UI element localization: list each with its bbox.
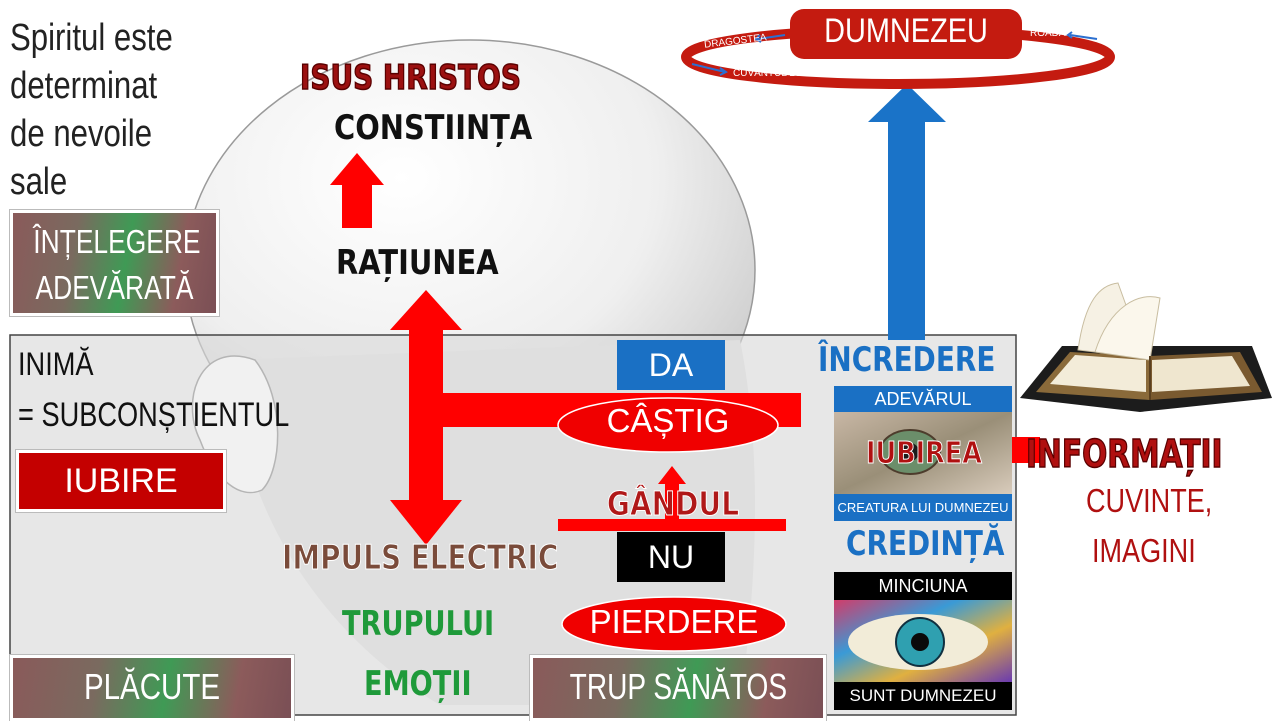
body-of-label: TRUPULUI <box>342 604 495 644</box>
truth-band: ADEVĂRUL <box>834 386 1012 412</box>
heart-title: INIMĂ <box>18 346 94 382</box>
understanding-box: ÎNȚELEGERE ADEVĂRATĂ <box>10 210 219 316</box>
blue-arrow <box>868 84 946 340</box>
reason-label: RAȚIUNEA <box>336 243 499 283</box>
yes-label: DA <box>617 340 725 390</box>
i-am-god-band: SUNT DUMNEZEU <box>834 682 1012 710</box>
note-line-3: de nevoile <box>10 113 153 155</box>
note-line-2: determinat <box>10 65 158 107</box>
gain-label: CÂȘTIG <box>606 402 730 439</box>
faith-label: CREDINȚĂ <box>846 524 1005 564</box>
pleasant-label: PLĂCUTE <box>83 666 221 707</box>
eye-love-pupil <box>901 443 919 461</box>
pleasant-box: PLĂCUTE <box>10 655 294 721</box>
info-title: INFORMAȚII <box>1025 431 1223 477</box>
god-word-label: CUVÂNTUL LUI DUMNEZEU <box>733 68 865 79</box>
info-line-2: IMAGINI <box>1092 532 1196 569</box>
creature-band: CREATURA LUI DUMNEZEU <box>834 494 1012 521</box>
god-fruit-label: ROADĂ <box>1030 28 1066 39</box>
emotions-label: EMOȚII <box>364 664 472 704</box>
god-box <box>790 9 1022 59</box>
note-line-1: Spiritul este <box>10 17 173 59</box>
understanding-line-2: ADEVĂRATĂ <box>35 269 194 306</box>
understanding-line-1: ÎNȚELEGERE <box>33 223 201 260</box>
halo-arrows <box>691 31 1098 76</box>
bible-icon <box>1020 282 1272 412</box>
god-title: DUMNEZEU <box>824 12 988 50</box>
note-line-4: sale <box>10 161 68 203</box>
lie-band: MINCIUNA <box>834 572 1012 600</box>
eye-lie-pupil <box>911 633 929 651</box>
impulse-label: IMPULS ELECTRIC <box>282 538 559 579</box>
healthy-body-box: TRUP SĂNĂTOS <box>530 655 826 721</box>
trust-label: ÎNCREDERE <box>818 340 996 380</box>
gain-ellipse <box>557 397 779 453</box>
love-on-eye-label: IUBIREA <box>866 436 983 472</box>
no-label: NU <box>617 532 725 582</box>
spirit-note: Spiritul este determinat de nevoile sale <box>10 14 199 206</box>
info-line-1: CUVINTE, <box>1086 482 1213 519</box>
jesus-label: ISUS HRISTOS <box>299 57 521 99</box>
thought-label: GÂNDUL <box>606 484 740 524</box>
loss-ellipse <box>561 596 787 652</box>
love-box: IUBIRE <box>16 450 226 512</box>
healthy-body-label: TRUP SĂNĂTOS <box>569 666 787 707</box>
loss-label: PIERDERE <box>589 603 759 640</box>
heart-subtitle: = SUBCONȘTIENTUL <box>18 396 290 434</box>
conscience-label: CONSTIINȚA <box>334 108 533 148</box>
